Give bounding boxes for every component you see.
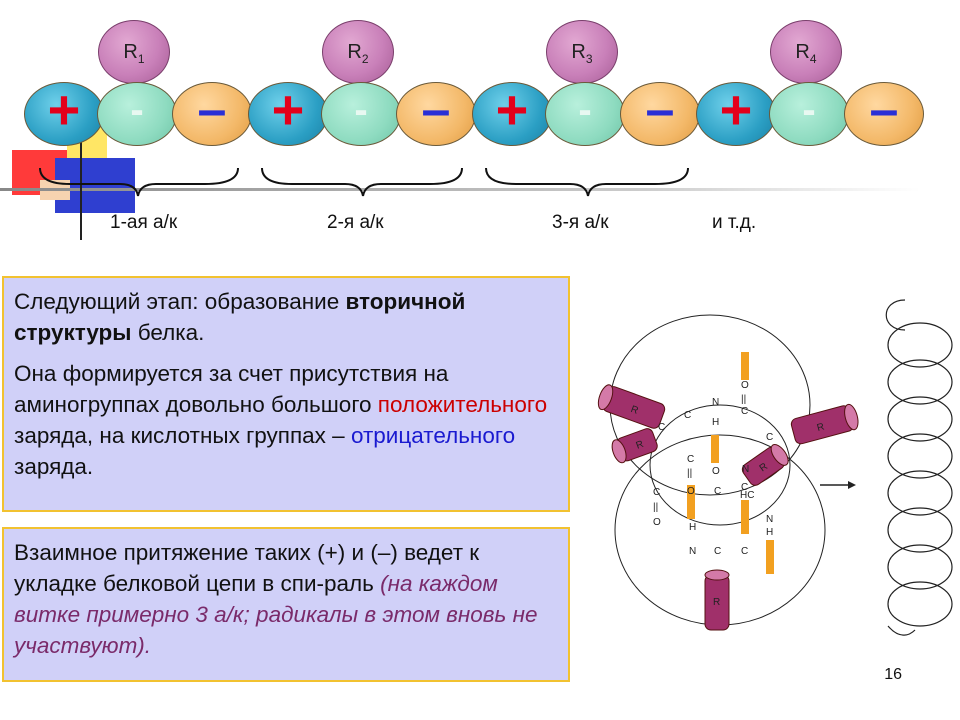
coil-spring (885, 299, 953, 636)
svg-text:||: || (741, 394, 746, 405)
svg-text:C: C (658, 422, 665, 433)
radical-r4: R4 (770, 20, 842, 84)
bead-minus-1: – (172, 82, 252, 146)
bead-neutral-2: - (321, 82, 401, 146)
hbond-marker-2 (711, 435, 719, 463)
svg-text:C: C (684, 410, 691, 421)
svg-text:C: C (714, 546, 721, 557)
brace-1 (39, 167, 239, 197)
svg-text:N: N (689, 546, 696, 557)
svg-text:C: C (741, 482, 748, 493)
svg-text:N: N (712, 397, 719, 408)
svg-text:N: N (766, 514, 773, 525)
label-aa-2: 2-я а/к (327, 212, 384, 233)
bead-minus-4: – (844, 82, 924, 146)
bead-neutral-1: - (97, 82, 177, 146)
box1-paragraph-1: Следующий этап: образование вторичной ст… (14, 289, 466, 345)
svg-text:C: C (741, 546, 748, 557)
cylinder-radical-5: R (704, 569, 730, 631)
svg-text:C: C (653, 487, 660, 498)
svg-text:O: O (687, 486, 695, 497)
svg-text:C: C (687, 454, 694, 465)
bead-plus-4: + (696, 82, 776, 146)
bead-neutral-4: - (769, 82, 849, 146)
bead-neutral-3: - (545, 82, 625, 146)
cylinder-radical-3: R (790, 403, 859, 445)
bead-minus-3: – (620, 82, 700, 146)
label-etc: и т.д. (712, 212, 757, 233)
svg-text:||: || (653, 502, 658, 513)
svg-text:C: C (741, 406, 748, 417)
box2-paragraph: Взаимное притяжение таких (+) и (–) веде… (14, 540, 538, 658)
hbond-marker-4 (741, 500, 749, 534)
alpha-helix-diagram: R R R R R O || C N H C C C O C || O C N … (597, 299, 953, 636)
bead-plus-2: + (248, 82, 328, 146)
atom-labels: O || C N H C C C O C || O C N HC C || O … (653, 380, 773, 557)
brace-3 (485, 167, 689, 197)
svg-text:||: || (687, 468, 692, 479)
label-aa-1: 1-ая а/к (110, 212, 178, 233)
label-aa-3: 3-я а/к (552, 212, 609, 233)
helix-turn-inner (649, 404, 791, 526)
radical-cylinders: R R R R R (597, 384, 859, 631)
svg-text:O: O (712, 466, 720, 477)
svg-text:H: H (766, 527, 773, 538)
hydrogen-bond-markers (687, 352, 774, 574)
svg-text:C: C (714, 486, 721, 497)
hbond-marker-5 (766, 540, 774, 574)
svg-text:O: O (741, 380, 749, 391)
radical-r3: R3 (546, 20, 618, 84)
decor-rule (0, 188, 920, 191)
svg-text:R: R (629, 404, 640, 417)
svg-text:H: H (689, 522, 696, 533)
secondary-structure-box: Следующий этап: образование вторичной ст… (2, 276, 570, 512)
hbond-marker-1 (741, 352, 749, 380)
svg-text:HC: HC (740, 490, 754, 501)
cylinder-radical-1: R (597, 384, 666, 429)
brace-2 (261, 167, 463, 197)
amino-acid-braces (39, 167, 689, 197)
hbond-marker-3 (687, 485, 695, 519)
bead-minus-2: – (396, 82, 476, 146)
bead-plus-1: + (24, 82, 104, 146)
svg-text:C: C (766, 432, 773, 443)
svg-text:R: R (713, 597, 720, 608)
svg-text:H: H (712, 417, 719, 428)
radical-r2: R2 (322, 20, 394, 84)
svg-text:N: N (742, 464, 749, 475)
arrow-icon (820, 481, 856, 489)
radical-r1: R1 (98, 20, 170, 84)
bead-plus-3: + (472, 82, 552, 146)
cylinder-radical-2: R (611, 428, 658, 464)
box1-paragraph-2: Она формируется за счет присутствия на а… (14, 361, 548, 479)
cylinder-radical-4: R (741, 443, 789, 486)
svg-text:O: O (653, 517, 661, 528)
svg-text:R: R (635, 439, 646, 452)
helix-formation-box: Взаимное притяжение таких (+) и (–) веде… (2, 527, 570, 682)
svg-text:R: R (816, 422, 826, 434)
page-number: 16 (884, 666, 902, 683)
